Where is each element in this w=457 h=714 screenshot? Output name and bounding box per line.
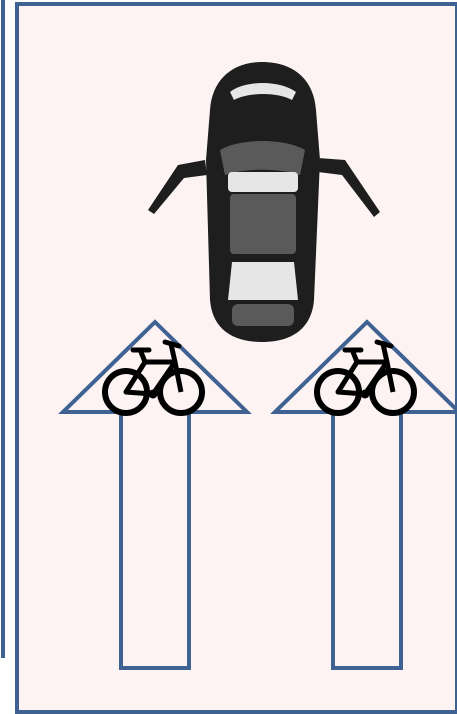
roof: [230, 194, 296, 254]
trunk: [232, 304, 294, 326]
rear-window: [228, 262, 298, 300]
cabin: [228, 172, 298, 192]
